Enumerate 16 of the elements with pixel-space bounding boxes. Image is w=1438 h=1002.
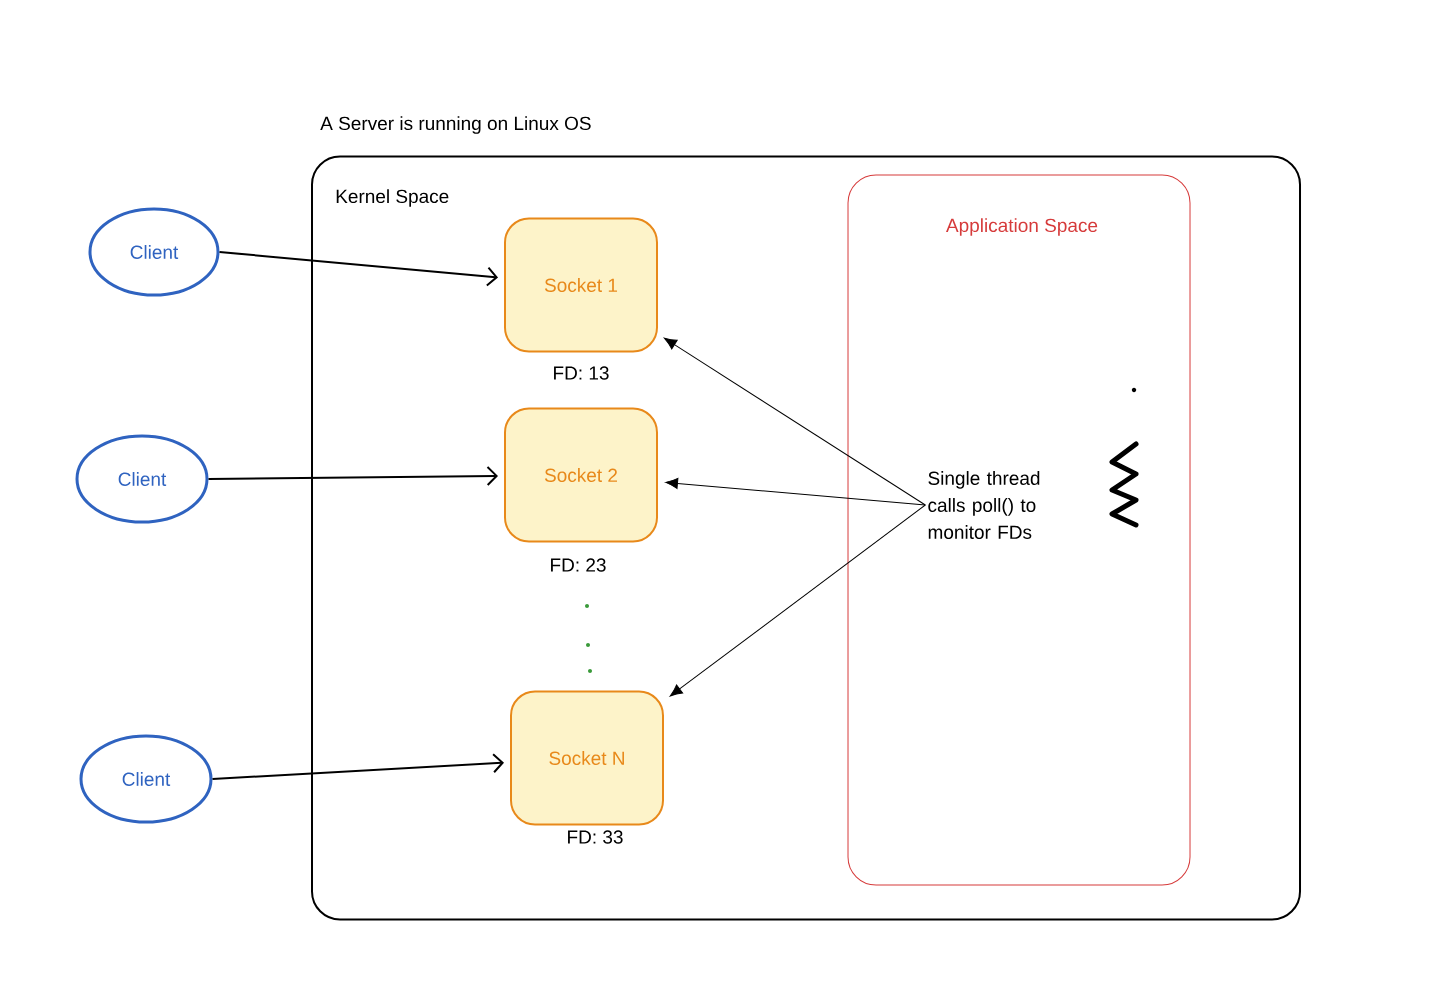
arrow [665,477,926,506]
arrow [211,753,504,780]
socket-box: Socket 1 [504,217,658,353]
arrow [207,466,498,486]
socket-box: Socket 2 [504,407,658,543]
box-heading: A Server is running on Linux OS [320,116,591,134]
box-heading: Kernel Space [336,189,449,207]
socket-box: Socket N [510,690,664,826]
arrow [664,337,926,506]
fd-label: FD: 33 [568,830,623,844]
arrow [218,251,499,287]
note-text: Single thread calls poll() to monitor FDs [928,471,1040,539]
box-heading: Application Space [946,218,1098,236]
fd-label: FD: 23 [551,558,606,572]
fd-label: FD: 13 [554,366,609,380]
arrow [669,504,926,697]
